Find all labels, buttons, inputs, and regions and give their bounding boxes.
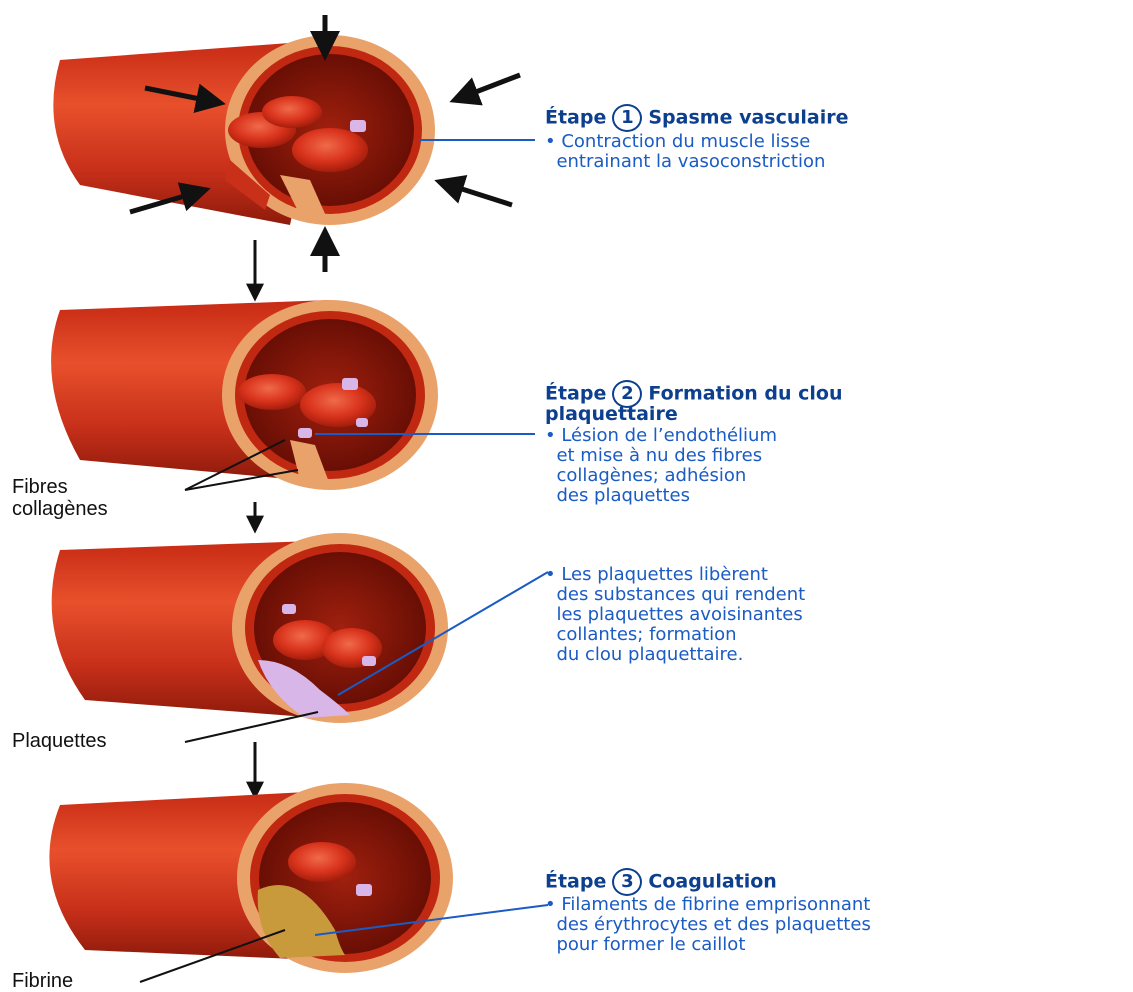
platelet-icon: [350, 120, 366, 132]
red-blood-cell-icon: [238, 374, 306, 410]
step-title: Formation du clou: [648, 383, 842, 405]
vessel-2: [51, 300, 438, 490]
platelet-icon: [356, 418, 368, 427]
step-number: 3: [612, 868, 642, 896]
step-title: Spasme vasculaire: [648, 107, 848, 129]
step-3-bullet: • Filaments de fibrine emprisonnant des …: [545, 895, 871, 955]
step-1-bullet: • Contraction du muscle lisse entrainant…: [545, 132, 825, 172]
label-fibres-collagenes: Fibres collagènes: [12, 476, 108, 520]
vessel-4: [49, 783, 453, 973]
label-fibrine: Fibrine: [12, 970, 73, 992]
platelet-icon: [362, 656, 376, 666]
step-1-heading: Étape 1 Spasme vasculaire: [545, 104, 849, 132]
red-blood-cell-icon: [292, 128, 368, 172]
step-3-heading: Étape 3 Coagulation: [545, 868, 777, 896]
label-plaquettes: Plaquettes: [12, 730, 107, 752]
platelet-icon: [282, 604, 296, 614]
red-blood-cell-icon: [262, 96, 322, 128]
step-word: Étape: [545, 383, 606, 405]
vessel-3: [52, 533, 448, 723]
platelet-icon: [356, 884, 372, 896]
step-word: Étape: [545, 871, 606, 893]
platelet-icon: [342, 378, 358, 390]
step-2-bullet: • Lésion de l’endothélium et mise à nu d…: [545, 426, 777, 506]
step-title: Coagulation: [648, 871, 776, 893]
platelet-icon: [298, 428, 312, 438]
step-2b-bullet: • Les plaquettes libèrent des substances…: [545, 565, 805, 665]
step-number: 1: [612, 104, 642, 132]
step-2-heading-line2: plaquettaire: [545, 403, 678, 425]
vessel-1: [53, 35, 435, 225]
step-word: Étape: [545, 107, 606, 129]
red-blood-cell-icon: [288, 842, 356, 882]
